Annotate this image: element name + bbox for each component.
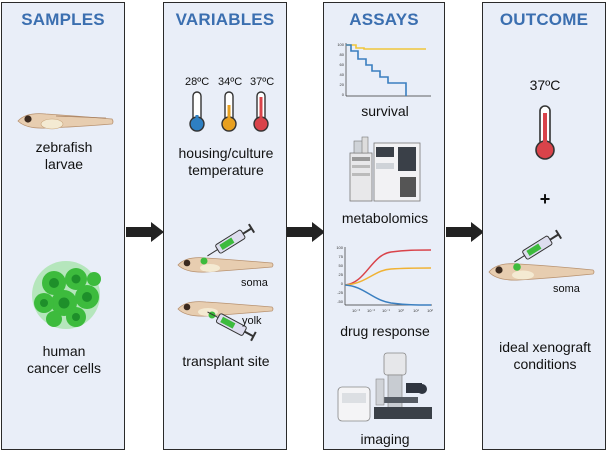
dose-y-tick: 25 (339, 272, 344, 277)
dose-y-tick: -25 (337, 290, 344, 295)
surv-y-tick: 20 (340, 82, 345, 87)
samples-cancer-cells-label: human cancer cells (27, 343, 101, 376)
dose-x-tick: 10² (427, 308, 433, 313)
dose-y-tick: 100 (336, 245, 343, 250)
dose-x-tick: 10⁰ (398, 308, 404, 313)
zebrafish-larva-image (17, 113, 114, 130)
assays-panel: ASSAYS 100 80 60 40 20 0 survival metabo… (323, 2, 445, 450)
dose-x-tick: 10⁻³ (352, 308, 361, 313)
arrow-variables-to-assays (287, 222, 325, 242)
survival-label: survival (361, 103, 409, 119)
transplant-site-label: transplant site (182, 353, 270, 369)
ideal-conditions-label: ideal xenograft conditions (499, 339, 591, 372)
zebrafish-soma-injection-image (488, 263, 595, 281)
soma-site-label: soma (241, 277, 268, 289)
samples-title: SAMPLES (21, 10, 105, 29)
thermometer-cold-icon (189, 91, 205, 132)
surv-y-tick: 0 (342, 92, 345, 97)
outcome-soma-label: soma (553, 283, 580, 295)
dose-y-tick: 0 (341, 281, 344, 286)
imaging-label: imaging (360, 431, 410, 447)
surv-y-tick: 40 (340, 72, 345, 77)
metabolomics-label: metabolomics (341, 210, 429, 226)
dose-x-tick: 10⁻² (367, 308, 376, 313)
variables-title: VARIABLES (175, 10, 275, 29)
surv-y-tick: 80 (340, 52, 345, 57)
temp-34-label: 34ºC (218, 76, 243, 88)
zebrafish-soma-injection-image (177, 257, 274, 273)
dose-y-tick: 75 (339, 254, 344, 259)
microscope-image (337, 352, 432, 422)
cancer-cells-image (32, 261, 101, 329)
dose-y-tick: -50 (337, 299, 344, 304)
dose-x-tick: 10⁻¹ (382, 308, 391, 313)
syringe-soma-icon (207, 223, 256, 257)
thermometer-mid-icon (221, 91, 237, 132)
survival-curve-image: 100 80 60 40 20 0 (337, 42, 431, 97)
variables-panel: VARIABLES 28ºC 34ºC 37ºC housing/culture… (163, 2, 287, 450)
outcome-temp-label: 37ºC (529, 77, 561, 93)
surv-y-tick: 100 (337, 42, 344, 47)
temp-28-label: 28ºC (185, 76, 210, 88)
outcome-panel: OUTCOME 37ºC + soma ideal xenograft cond… (482, 2, 606, 450)
samples-zebrafish-label: zebrafish larvae (35, 139, 93, 172)
temp-37-label: 37ºC (250, 76, 275, 88)
syringe-yolk-icon (207, 311, 257, 342)
thermometer-hot-icon (253, 91, 269, 132)
syringe-soma-icon (514, 229, 563, 263)
surv-y-tick: 60 (340, 62, 345, 67)
arrow-samples-to-variables (126, 222, 164, 242)
drug-response-curve-image: 100 75 50 25 0 -25 -50 10⁻³ 10⁻² 10⁻¹ 10… (336, 245, 433, 313)
housing-temperature-label: housing/culture temperature (178, 145, 274, 178)
drug-response-label: drug response (340, 323, 430, 339)
plus-sign: + (539, 189, 551, 209)
assays-title: ASSAYS (349, 10, 419, 29)
samples-panel: SAMPLES zebrafish larvae human cancer ce… (1, 2, 125, 450)
dose-y-tick: 50 (339, 263, 344, 268)
yolk-site-label: yolk (242, 315, 262, 327)
thermometer-hot-icon (535, 105, 555, 160)
mass-spectrometer-image (349, 136, 421, 202)
dose-x-tick: 10¹ (413, 308, 419, 313)
arrow-assays-to-outcome (446, 222, 484, 242)
outcome-title: OUTCOME (499, 10, 589, 29)
